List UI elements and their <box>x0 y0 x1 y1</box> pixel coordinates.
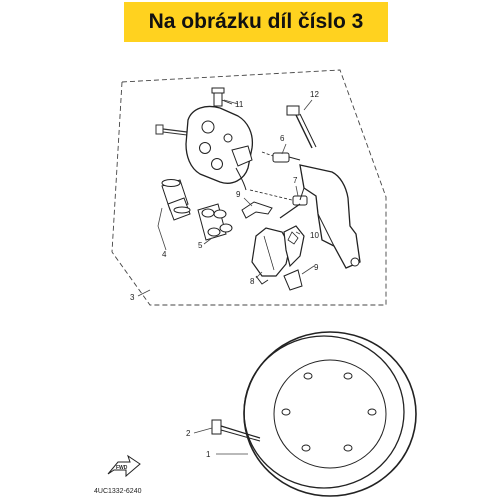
callout-8: 8 <box>250 277 255 286</box>
callout-1: 1 <box>206 450 211 459</box>
caliper-body <box>185 105 254 191</box>
piston-seals <box>197 203 233 241</box>
caliper-bracket <box>299 164 361 269</box>
callout-2: 2 <box>186 429 191 438</box>
pistons <box>161 179 191 221</box>
callout-10: 10 <box>310 231 319 240</box>
diagram-code: 4UC1332-6240 <box>94 488 142 495</box>
bleed-screw <box>211 87 233 107</box>
callout-5: 5 <box>198 241 203 250</box>
slide-pin-7 <box>249 189 308 219</box>
banner-text: Na obrázku díl číslo 3 <box>148 10 364 33</box>
callout-11: 11 <box>235 100 244 109</box>
callout-9-upper: 9 <box>236 190 241 199</box>
disc-bolt <box>211 419 261 442</box>
fwd-label: FWD <box>116 465 128 471</box>
pad-spring <box>241 201 273 219</box>
callout-6: 6 <box>280 134 285 143</box>
callout-4: 4 <box>162 250 167 259</box>
pad-shim <box>283 269 303 291</box>
callout-9-lower: 9 <box>314 263 319 272</box>
leader-lines <box>137 99 315 455</box>
callout-7: 7 <box>293 176 298 185</box>
brake-disc <box>243 331 417 497</box>
brake-pads <box>251 225 305 285</box>
slide-pin-6 <box>261 151 301 163</box>
assembly-boundary-closing <box>111 81 123 253</box>
caliper-bracket-bolt <box>286 105 317 149</box>
assembly-boundary <box>111 69 387 306</box>
fwd-arrow-icon: FWD <box>107 454 141 478</box>
callout-3: 3 <box>130 293 135 302</box>
highlight-banner: Na obrázku díl číslo 3 <box>124 2 388 42</box>
callout-12: 12 <box>310 90 319 99</box>
